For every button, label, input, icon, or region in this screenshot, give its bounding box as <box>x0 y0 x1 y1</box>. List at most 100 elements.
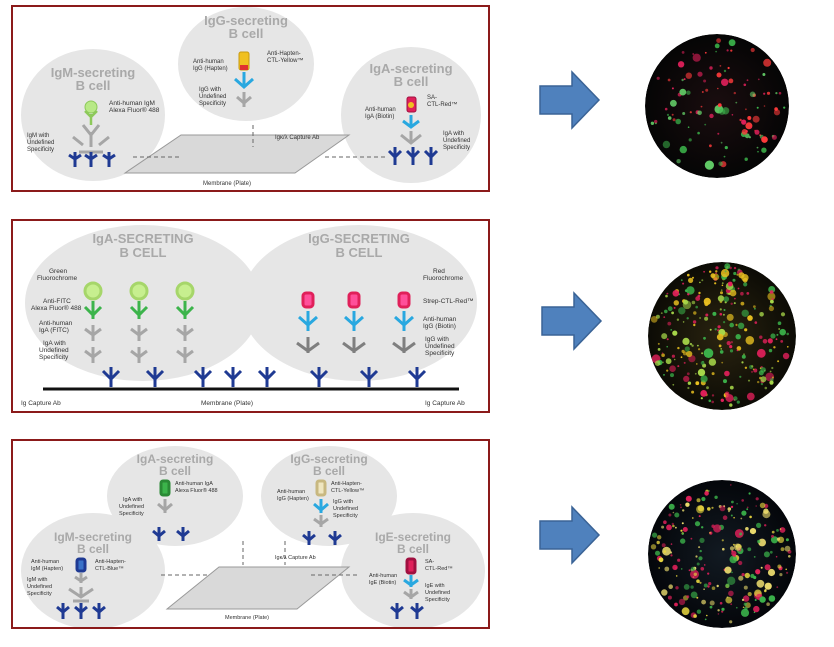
spot <box>743 83 747 87</box>
spot <box>696 562 700 566</box>
spot <box>780 312 786 317</box>
spot <box>689 342 693 346</box>
spot <box>671 113 674 116</box>
spot <box>720 289 723 292</box>
spot <box>692 320 697 324</box>
spot <box>788 555 791 558</box>
spot <box>734 297 736 300</box>
spot <box>691 344 694 347</box>
spot <box>682 527 688 532</box>
igg-spec-label-3: Specificity <box>333 513 358 519</box>
igg-anti-label-1: Anti-human <box>193 59 224 65</box>
spot <box>740 517 743 520</box>
spot <box>721 539 724 542</box>
spot <box>767 292 776 301</box>
spot <box>763 551 770 558</box>
spot <box>741 598 745 601</box>
spot <box>746 292 750 295</box>
spot <box>699 581 702 584</box>
igm-spec-label-3: Specificity <box>27 147 54 153</box>
spot <box>721 361 724 364</box>
spot <box>677 558 681 562</box>
spot <box>749 528 757 535</box>
spot <box>782 352 790 360</box>
spot <box>711 372 715 376</box>
spot <box>686 372 690 376</box>
spot <box>731 500 734 504</box>
spot <box>655 550 660 556</box>
spot <box>753 575 757 580</box>
igm-title-2: B cell <box>76 78 111 93</box>
spot <box>746 79 749 82</box>
spot <box>658 557 664 563</box>
spot <box>742 595 750 602</box>
spot <box>666 369 669 372</box>
spot <box>668 503 675 510</box>
spot <box>681 51 685 54</box>
spot <box>704 618 707 621</box>
spot <box>709 531 711 534</box>
spot <box>762 510 771 519</box>
spot <box>760 376 767 383</box>
spot <box>747 592 752 597</box>
spot <box>679 504 682 506</box>
spot <box>725 596 733 604</box>
spot <box>711 394 715 397</box>
spot <box>764 582 772 590</box>
spot <box>690 537 693 540</box>
spot <box>691 390 695 394</box>
spot <box>716 333 724 341</box>
spot <box>657 348 661 351</box>
igg-spec-label-1: IgG with <box>333 499 353 505</box>
spot <box>672 524 675 528</box>
spot <box>673 300 679 306</box>
spot <box>692 53 701 62</box>
spot <box>664 566 670 572</box>
spot <box>768 348 773 353</box>
spot <box>757 150 759 153</box>
spot <box>715 50 717 53</box>
spot <box>719 308 722 311</box>
spot <box>687 273 690 277</box>
spot <box>729 345 733 349</box>
spot <box>666 338 669 341</box>
spot <box>662 361 664 364</box>
igm-spec-label-1: IgM with <box>27 133 49 139</box>
spot <box>656 540 660 545</box>
spot <box>777 321 782 325</box>
spot <box>665 358 672 365</box>
diagram-panel-1: IgM-secreting B cell IgG-secreting B cel… <box>11 5 490 192</box>
spot <box>664 107 668 111</box>
capture-antibodies <box>101 367 427 387</box>
spot <box>750 126 753 129</box>
spot <box>690 585 694 589</box>
spot <box>663 316 666 318</box>
spot <box>733 516 735 519</box>
spot <box>687 386 690 390</box>
spot <box>755 569 761 575</box>
spot <box>745 336 755 345</box>
iga-anti-label-2: Alexa Fluor® 488 <box>175 487 218 494</box>
spot <box>685 502 690 507</box>
spot <box>742 277 748 283</box>
igm-title-2: B cell <box>77 542 109 556</box>
spot <box>733 543 742 551</box>
spot <box>739 532 743 536</box>
spot <box>740 608 750 617</box>
fitc-label-2: Alexa Fluor® 488 <box>31 304 82 312</box>
spot <box>771 366 774 370</box>
spot <box>729 322 734 328</box>
spot <box>723 69 727 73</box>
spot <box>779 573 783 577</box>
spot <box>663 520 667 524</box>
green-label-1: Green <box>49 268 67 275</box>
spot <box>748 492 751 495</box>
igg-spec-label-2: Undefined <box>199 94 226 100</box>
spot <box>754 599 757 601</box>
spot <box>688 569 691 572</box>
spot <box>729 620 733 624</box>
spot <box>713 524 722 533</box>
iga-spec-label-2: Undefined <box>119 504 144 510</box>
spot <box>731 571 733 574</box>
igm-hapten-label-2: CTL-Blue™ <box>95 566 124 572</box>
